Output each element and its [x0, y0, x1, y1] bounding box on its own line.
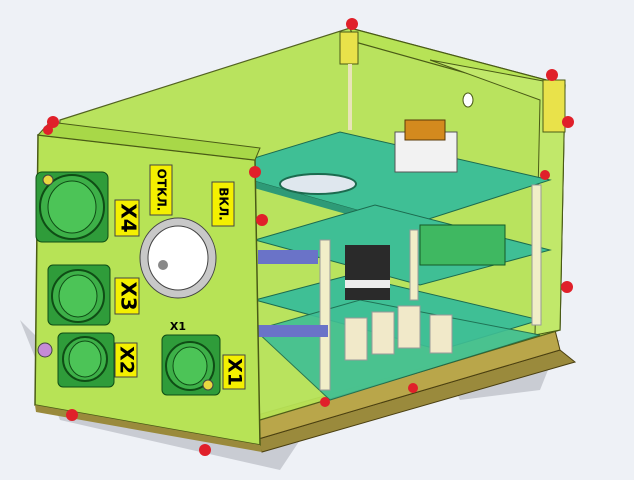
label-x3-bg — [114, 277, 140, 315]
connector-black-cap — [345, 280, 390, 288]
label-on-bg — [211, 181, 235, 227]
connector-x1 — [161, 334, 221, 396]
label-x2: X2 — [116, 346, 138, 374]
label-x4-bg — [114, 199, 140, 237]
connector-x2 — [57, 332, 115, 388]
standoff-3 — [409, 229, 419, 301]
connector-black — [345, 245, 390, 300]
wall-hole — [462, 92, 474, 108]
label-off-bg — [149, 164, 173, 216]
label-x1-small: X1 — [170, 320, 186, 333]
screw-panel-1 — [42, 174, 54, 186]
label-on: ВКЛ. — [217, 187, 231, 220]
label-x1-bg — [222, 354, 246, 390]
pcb-hole — [279, 173, 357, 195]
label-x1: X1 — [224, 358, 246, 386]
front-panel-bottom — [35, 405, 262, 452]
post-top-left — [339, 31, 359, 65]
screw-panel-2 — [37, 342, 53, 358]
red-screws — [43, 18, 574, 456]
standoff-2 — [531, 184, 542, 326]
label-x3: X3 — [117, 281, 141, 310]
screw-panel-3 — [202, 379, 214, 391]
label-off: ОТКЛ. — [155, 169, 169, 212]
label-x2-bg — [114, 342, 138, 378]
transformer-core — [404, 119, 446, 141]
label-x4: X4 — [117, 203, 141, 232]
rotary-knob — [139, 217, 217, 299]
post-top-right — [542, 79, 566, 133]
connector-x4 — [35, 171, 109, 243]
ribbon-cable — [258, 250, 328, 337]
terminal-blocks — [344, 305, 453, 361]
standoff-1 — [319, 239, 331, 391]
green-module — [419, 224, 506, 266]
connector-x3 — [47, 264, 111, 326]
